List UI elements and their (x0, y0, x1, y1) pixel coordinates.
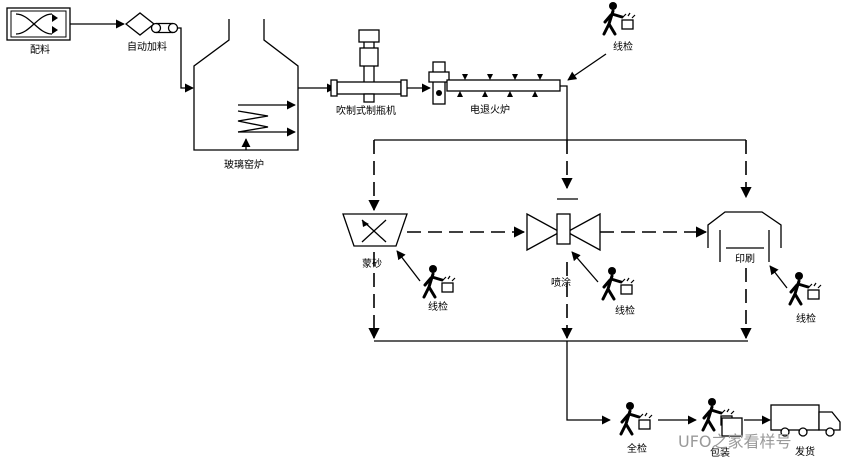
line-inspection-spraying: 线检 (601, 265, 636, 317)
printing-label: 印刷 (735, 253, 755, 265)
printing-unit: 印刷 (707, 211, 782, 265)
spraying-unit: 喷涂 (526, 198, 601, 289)
line-inspection-printing: 线检 (788, 270, 823, 325)
shipping-truck: 发货 (770, 404, 841, 458)
full-inspection-label: 全检 (627, 442, 647, 455)
annealing-label: 电退火炉 (470, 103, 510, 116)
batching-unit: 配料 (6, 7, 71, 56)
packing: 包装 (701, 396, 743, 459)
line-inspection-label-3: 线检 (615, 304, 635, 317)
batching-label: 配料 (30, 43, 50, 56)
line-inspection-frosting: 线检 (422, 263, 457, 313)
spraying-label: 喷涂 (551, 276, 571, 289)
annealing-lehr: 电退火炉 (428, 61, 561, 116)
line-inspection-label-1: 线检 (613, 40, 633, 53)
line-inspection-top: 线检 (602, 0, 637, 53)
blow-molding-label: 吹制式制瓶机 (336, 104, 396, 117)
glass-furnace: 玻璃窑炉 (193, 19, 299, 171)
frosting-unit: 蒙砂 (342, 213, 408, 270)
shipping-label: 发货 (795, 445, 815, 458)
frosting-label: 蒙砂 (362, 257, 382, 270)
line-inspection-label-2: 线检 (428, 300, 448, 313)
watermark: UFO之家看样号 (678, 432, 792, 451)
auto-feeder: 自动加料 (124, 12, 179, 53)
auto-feeding-label: 自动加料 (127, 40, 167, 53)
blow-molding-machine: 吹制式制瓶机 (330, 29, 408, 117)
line-inspection-label-4: 线检 (796, 312, 816, 325)
packing-label: 包装 (710, 446, 730, 459)
glass-furnace-label: 玻璃窑炉 (224, 158, 264, 171)
full-inspection: 全检 (619, 400, 654, 455)
